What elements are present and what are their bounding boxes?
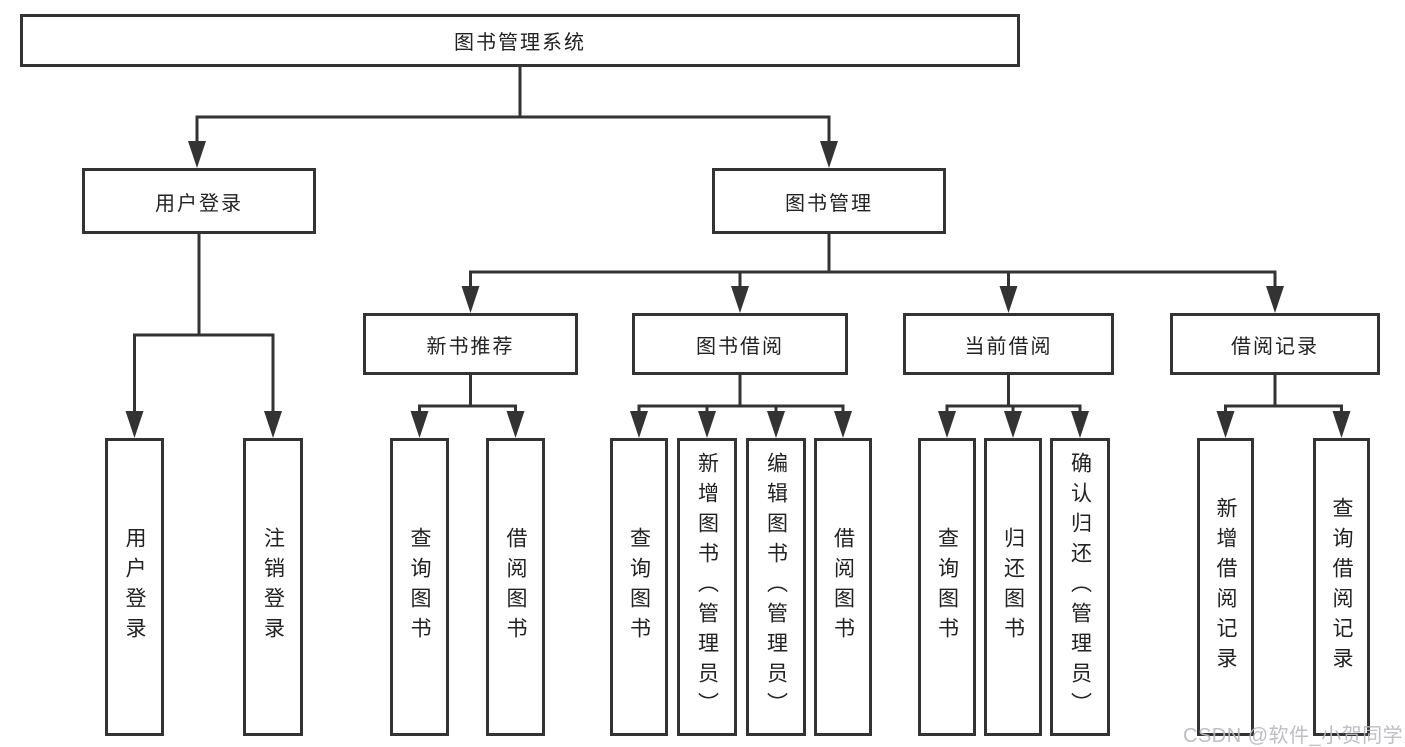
node-user-login: 用户登录 [82,168,316,234]
node-label: 查询图书 [627,527,651,647]
node-library-management-system: 图书管理系统 [20,14,1020,67]
node-label: 新增借阅记录 [1214,497,1237,677]
leaf-user-login: 用户登录 [105,438,164,736]
leaf-add-borrow-record: 新增借阅记录 [1197,438,1254,736]
leaf-add-books-admin: 新增图书（管理员） [677,438,737,736]
node-label: 查询借阅记录 [1330,497,1353,677]
leaf-confirm-return-admin: 确认归还（管理员） [1050,438,1110,736]
csdn-watermark: CSDN @软件_小贺同学 [1183,725,1404,747]
node-label: 注销登录 [261,527,285,647]
node-label: 用户登录 [123,527,146,647]
leaf-borrow-books: 借阅图书 [814,438,872,736]
leaf-return-books: 归还图书 [984,438,1042,736]
leaf-query-borrow-record: 查询借阅记录 [1313,438,1370,736]
arrowheads [125,141,1351,438]
node-label: 用户登录 [155,192,243,215]
leaf-query-books-current: 查询图书 [918,438,976,736]
leaf-borrow-books-recommend: 借阅图书 [486,438,545,736]
node-book-management: 图书管理 [712,168,946,234]
node-label: 借阅图书 [504,527,527,647]
node-label: 新书推荐 [426,335,515,358]
node-label: 借阅记录 [1231,335,1319,358]
node-label: 图书管理系统 [454,32,586,54]
node-label: 查询图书 [408,527,431,647]
leaf-query-books-borrow: 查询图书 [610,438,668,736]
node-book-borrowing: 图书借阅 [632,313,848,375]
node-borrowing-records: 借阅记录 [1170,313,1380,375]
leaf-edit-books-admin: 编辑图书（管理员） [746,438,806,736]
node-label: 借阅图书 [831,527,855,647]
node-label: 新增图书（管理员） [695,452,719,722]
leaf-query-books-recommend: 查询图书 [390,438,449,736]
node-label: 编辑图书（管理员） [764,452,788,722]
leaf-logout: 注销登录 [243,438,303,736]
node-label: 图书借阅 [696,335,784,358]
node-label: 图书管理 [785,192,873,215]
node-label: 确认归还（管理员） [1068,452,1092,722]
node-label: 归还图书 [1001,527,1025,647]
node-label: 当前借阅 [964,335,1053,358]
node-new-book-recommendation: 新书推荐 [363,313,578,375]
node-label: 查询图书 [935,527,959,647]
node-current-borrowing: 当前借阅 [903,313,1114,375]
